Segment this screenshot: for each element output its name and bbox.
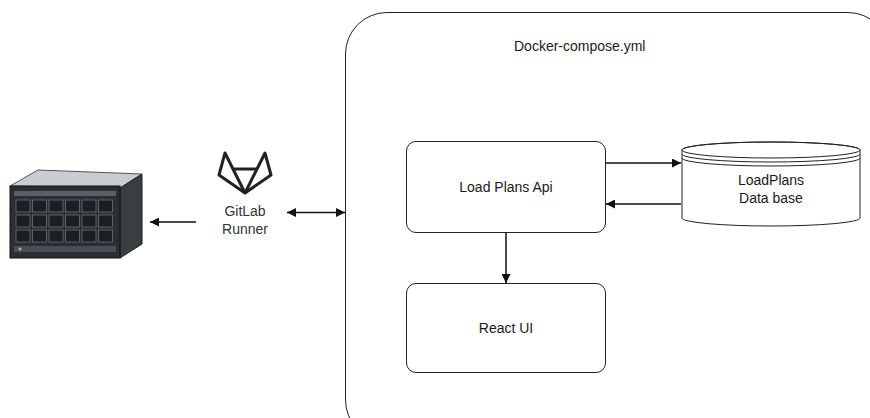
- connector-arrow: [606, 162, 681, 164]
- drive-bay: [16, 230, 30, 242]
- drive-bay: [16, 215, 30, 227]
- drive-bay: [82, 230, 96, 242]
- drive-bay: [33, 230, 47, 242]
- drive-bay: [66, 215, 80, 227]
- compose-container: Load Plans Api LoadPlans Data baseReact U…: [345, 12, 870, 418]
- runner-to-server-arrow: [150, 221, 196, 223]
- connector-arrow: [606, 203, 681, 205]
- node-label: LoadPlans Data base: [730, 171, 812, 207]
- drive-bay: [66, 230, 80, 242]
- drive-bay: [49, 215, 63, 227]
- gitlab-fox-icon: [214, 150, 276, 196]
- connector-arrow: [287, 212, 345, 214]
- node-label: React UI: [479, 319, 533, 337]
- drive-bay: [16, 200, 30, 212]
- drive-bay: [99, 230, 113, 242]
- node-label: Load Plans Api: [459, 178, 552, 196]
- process-box: React UI: [406, 283, 606, 373]
- process-box: Load Plans Api: [406, 141, 606, 233]
- drive-bay: [33, 200, 47, 212]
- node-label: GitLab Runner: [214, 202, 276, 238]
- connector-arrow: [505, 233, 507, 283]
- drive-bay: [99, 200, 113, 212]
- runner-node: GitLab Runner: [205, 150, 285, 242]
- drive-bay: [49, 230, 63, 242]
- database-cylinder: LoadPlans Data base: [681, 141, 861, 227]
- drive-bay: [49, 200, 63, 212]
- container-heading: Docker-compose.yml: [514, 37, 645, 55]
- drive-bay: [66, 200, 80, 212]
- drive-bay: [82, 215, 96, 227]
- drive-bay: [99, 215, 113, 227]
- drive-bay: [82, 200, 96, 212]
- drive-bay: [33, 215, 47, 227]
- server-illustration: [10, 170, 142, 258]
